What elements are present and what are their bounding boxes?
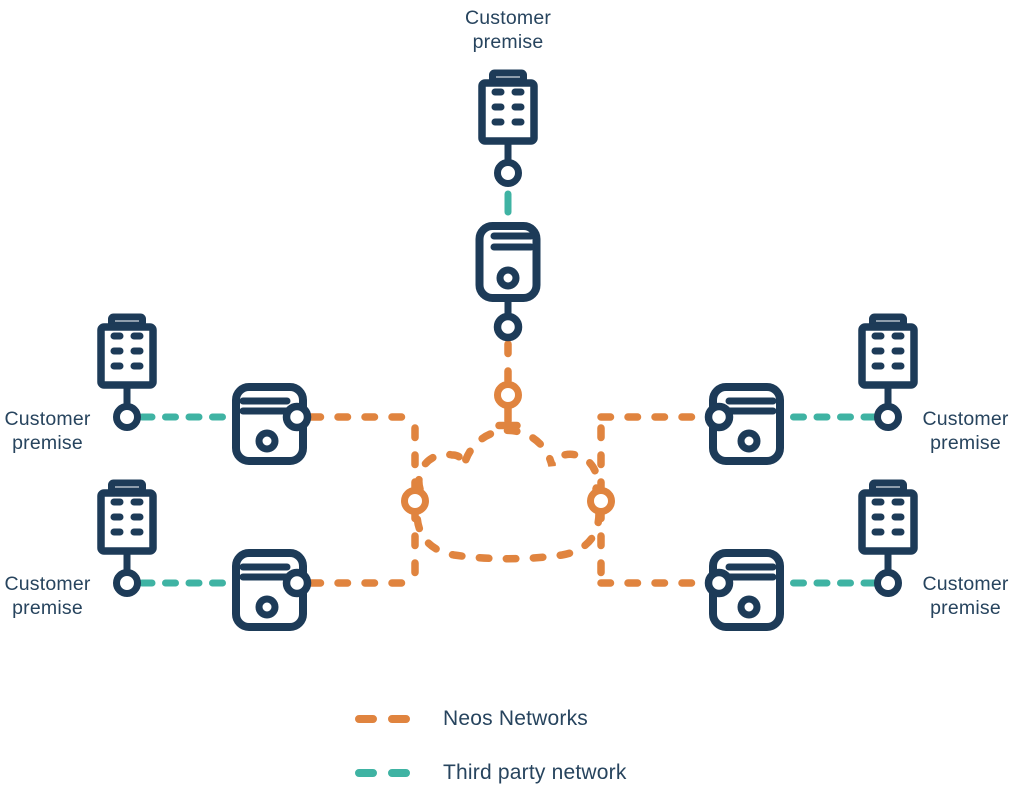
cloud-node-right bbox=[587, 487, 615, 515]
label-customer-premise-upper-left: Customer premise bbox=[4, 408, 91, 454]
edge-device-icon-lower-left bbox=[236, 553, 308, 627]
customer-premise-icon-top bbox=[482, 73, 534, 184]
legend-label-neos-networks: Neos Networks bbox=[443, 707, 588, 730]
customer-premise-icon-upper-right bbox=[862, 317, 914, 428]
cloud-node-top bbox=[494, 381, 522, 409]
core-device-icon-top bbox=[480, 226, 537, 338]
legend: Neos Networks Third party network bbox=[355, 700, 627, 792]
legend-item-neos-networks: Neos Networks bbox=[355, 700, 627, 738]
neos-cloud bbox=[413, 426, 603, 563]
legend-label-third-party-network: Third party network bbox=[443, 761, 627, 784]
edge-device-icon-upper-left bbox=[236, 387, 308, 461]
edge-device-icon-lower-right bbox=[709, 553, 781, 627]
neos-networks-line-icon bbox=[355, 715, 413, 723]
customer-premise-icon-upper-left bbox=[101, 317, 153, 428]
label-customer-premise-lower-right: Customer premise bbox=[922, 573, 1009, 619]
label-customer-premise-lower-left: Customer premise bbox=[4, 573, 91, 619]
third-party-network-line-icon bbox=[355, 769, 413, 777]
edge-device-icon-upper-right bbox=[709, 387, 781, 461]
cloud-node-left bbox=[401, 487, 429, 515]
customer-premise-icon-lower-left bbox=[101, 483, 153, 594]
legend-item-third-party-network: Third party network bbox=[355, 754, 627, 792]
label-customer-premise-top: Customer premise bbox=[464, 7, 552, 53]
customer-premise-icon-lower-right bbox=[862, 483, 914, 594]
label-customer-premise-upper-right: Customer premise bbox=[922, 408, 1009, 454]
